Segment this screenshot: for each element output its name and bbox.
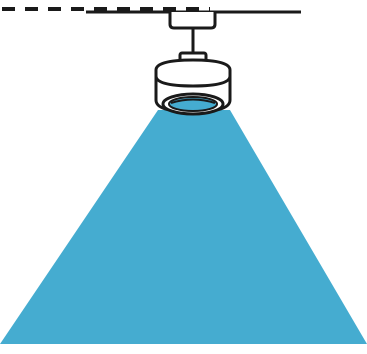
light-beam [0,110,367,344]
ceiling-mount [170,12,215,28]
